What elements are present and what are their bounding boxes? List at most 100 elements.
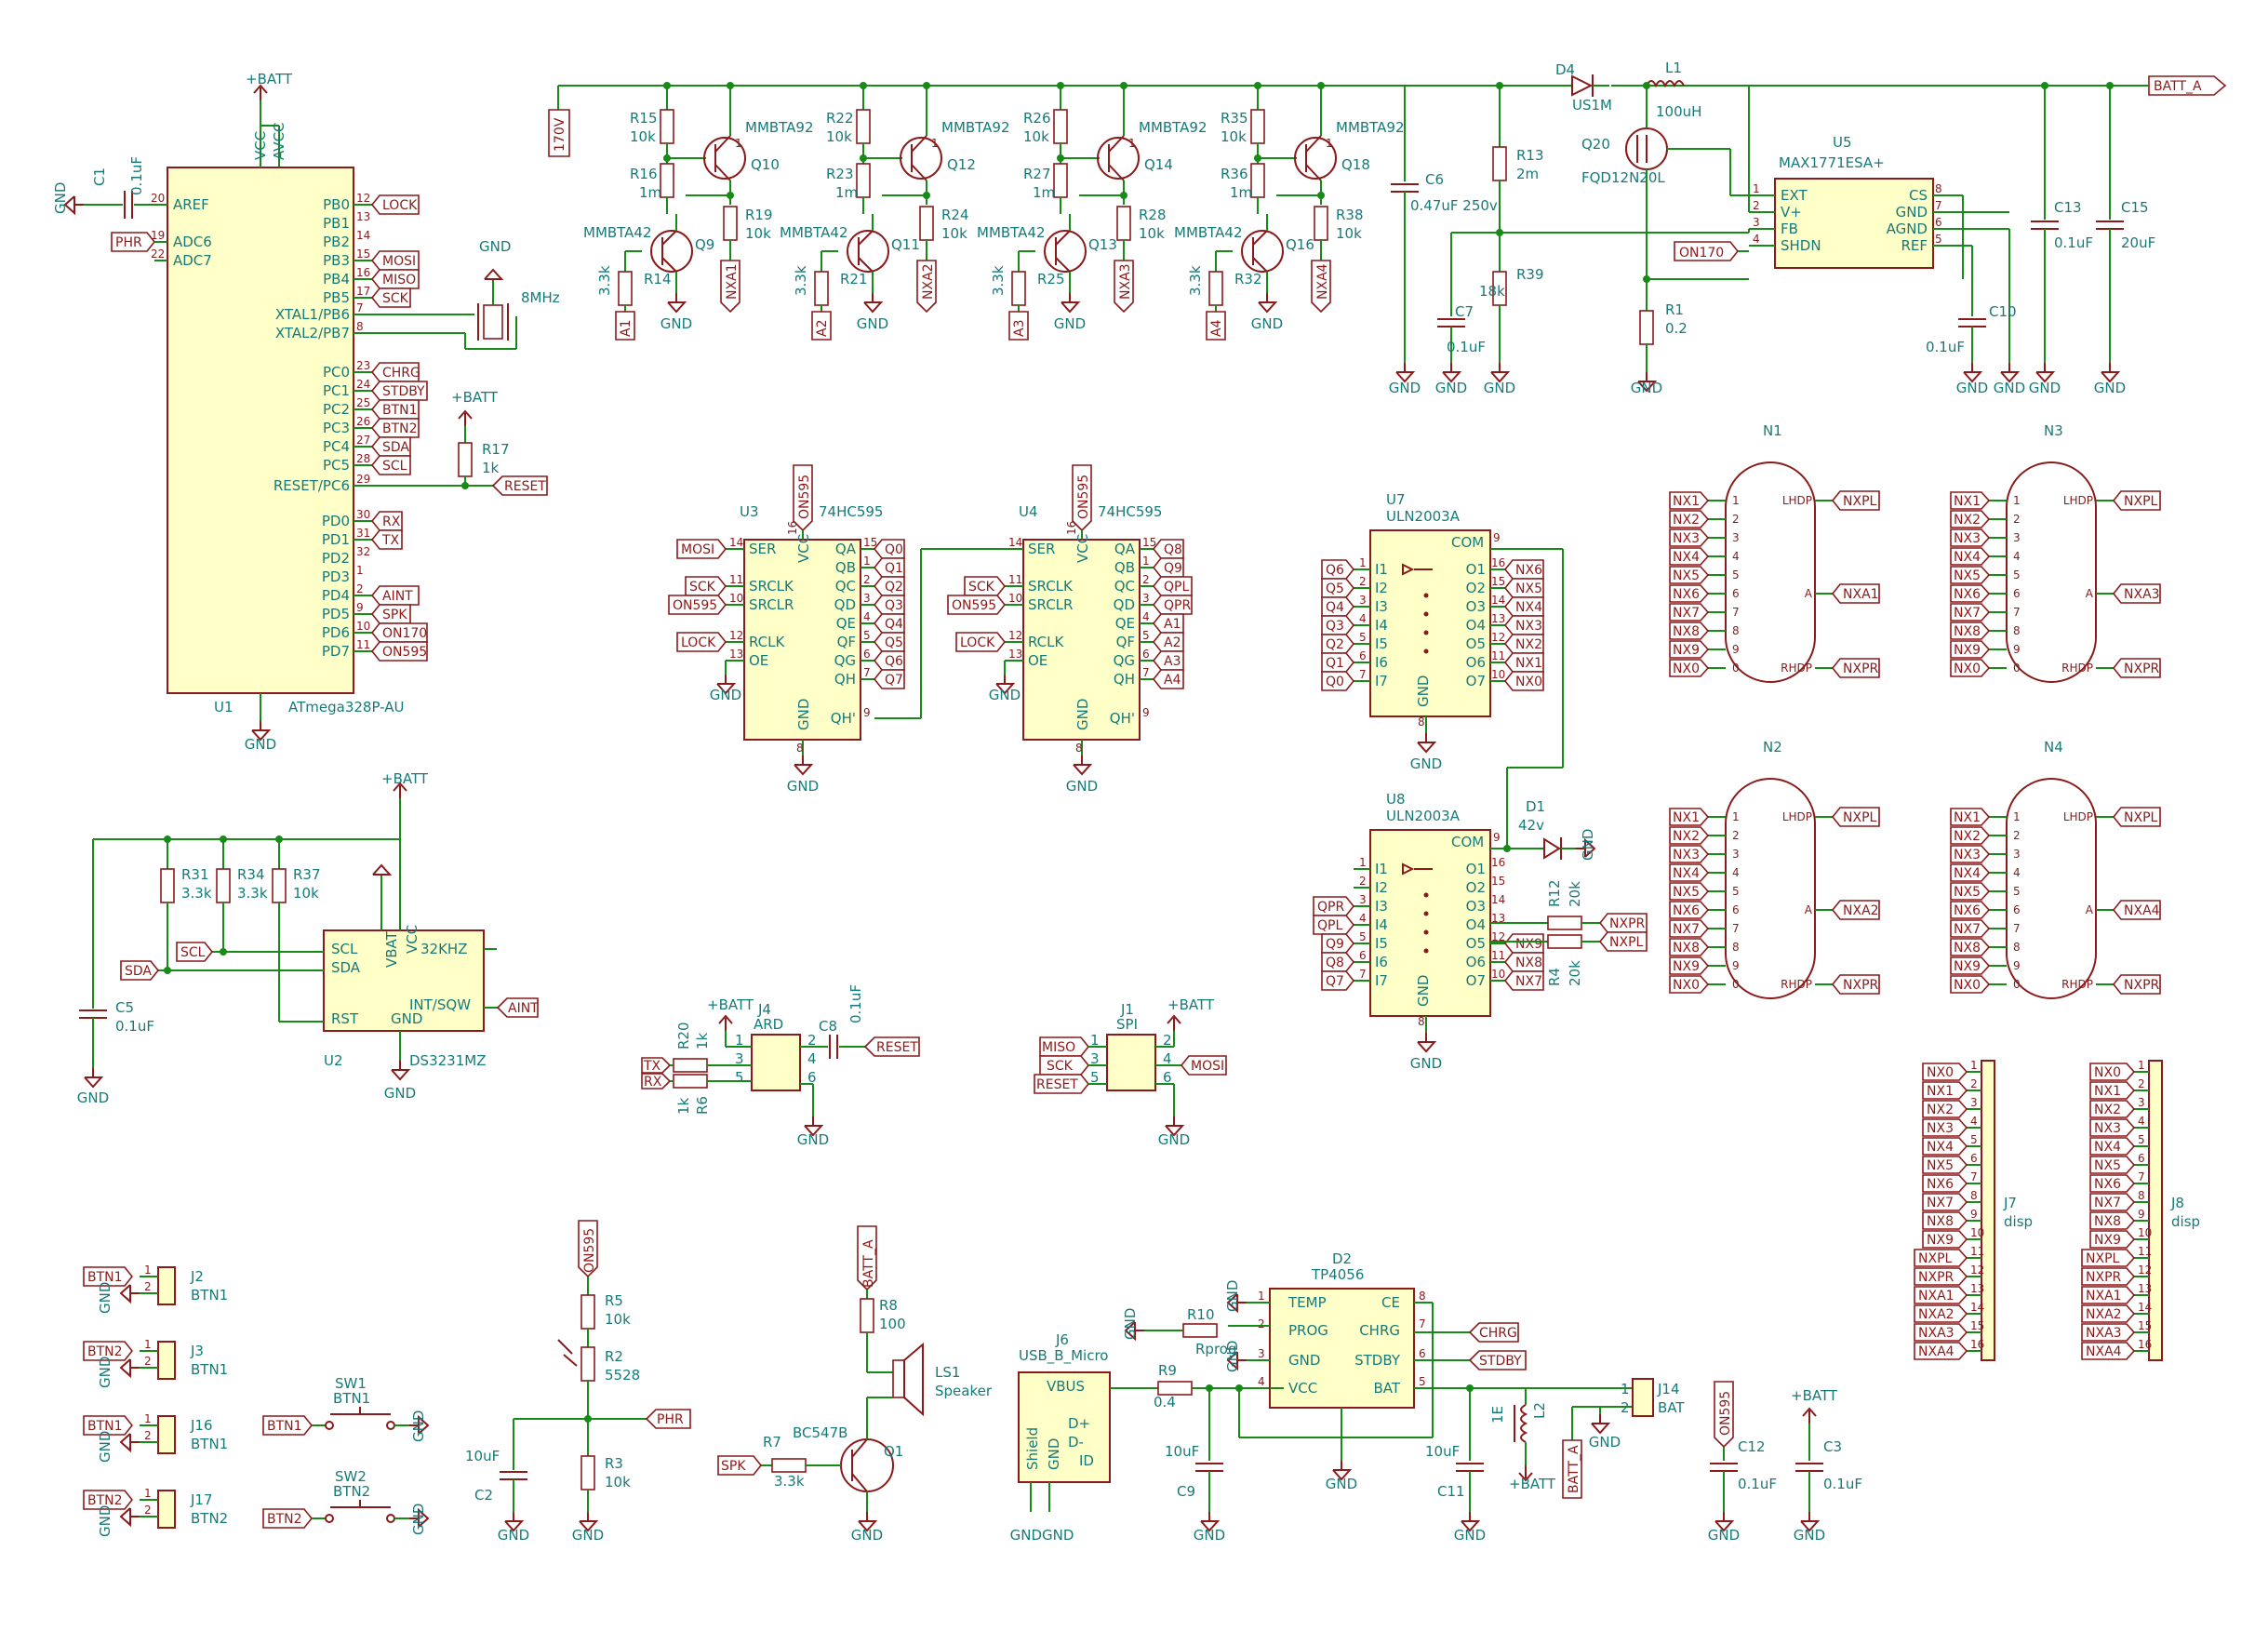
label: R23: [826, 166, 854, 182]
label: NX3: [1673, 848, 1700, 862]
label: NX1: [1515, 656, 1542, 671]
label: GND: [1066, 778, 1098, 795]
label: NX6: [1927, 1177, 1954, 1192]
label: 2: [2013, 829, 2021, 842]
label: I1: [1375, 861, 1388, 877]
label: 6: [1419, 1347, 1426, 1360]
label: 10: [1970, 1226, 1984, 1239]
label: 2: [356, 582, 364, 595]
label: N4: [2044, 739, 2063, 755]
label: 3: [1970, 1096, 1978, 1109]
svg-text:GND: GND: [572, 1527, 604, 1544]
label: 8: [2138, 1189, 2145, 1202]
svg-text:42v: 42v: [1518, 817, 1544, 834]
svg-text:2m: 2m: [1516, 166, 1539, 182]
svg-text:2: 2: [1621, 1399, 1630, 1416]
label: SRCLK: [749, 578, 794, 595]
label: BTN1: [191, 1287, 228, 1303]
label: CS: [1909, 187, 1928, 204]
label: QD: [1114, 596, 1135, 613]
label: NX6: [1954, 587, 1981, 602]
label: 15: [1142, 536, 1156, 549]
label: NX0: [2094, 1065, 2121, 1080]
svg-text:SCK: SCK: [1047, 1059, 1074, 1074]
label: NX8: [1954, 941, 1981, 956]
label: 3: [2013, 531, 2021, 544]
label: NXPL: [1843, 810, 1877, 825]
svg-text:GND: GND: [1589, 1434, 1621, 1451]
label: NX6: [1954, 903, 1981, 918]
svg-text:Rprog: Rprog: [1195, 1341, 1236, 1357]
label: 6: [1359, 949, 1367, 962]
svg-text:C10: C10: [1989, 303, 2017, 320]
svg-text:R34: R34: [237, 866, 265, 883]
svg-text:D-: D-: [1068, 1434, 1084, 1451]
svg-text:Q20: Q20: [1581, 136, 1610, 153]
label: PC0: [323, 364, 350, 381]
label: 4: [2013, 550, 2021, 563]
svg-text:+BATT: +BATT: [1167, 996, 1215, 1013]
svg-text:1k: 1k: [694, 1032, 711, 1049]
ic-u2-rtc: +BATT VCC VBAT SCL SDA RST 32KHZ INT/SQW…: [77, 770, 539, 1106]
label: BTN1: [87, 1270, 123, 1285]
label: 23: [356, 359, 370, 372]
label: I2: [1375, 580, 1388, 596]
svg-text:J14: J14: [1657, 1381, 1680, 1397]
svg-text:10uF: 10uF: [1165, 1443, 1199, 1460]
label: 4: [1753, 233, 1760, 246]
label: 8: [2013, 941, 2021, 954]
label: N3: [2044, 422, 2063, 439]
svg-text:6: 6: [1163, 1069, 1172, 1086]
svg-text:J1: J1: [1120, 1001, 1134, 1018]
label: 14: [1491, 594, 1505, 607]
svg-text:R2: R2: [605, 1348, 623, 1365]
label: GND: [1288, 1352, 1320, 1369]
hv-stage: GNDNXA3A3R2610kR271mR2810kR253.3kMMBTA92…: [977, 82, 1207, 341]
svg-text:VCC: VCC: [404, 925, 420, 954]
label: 16: [1491, 556, 1505, 569]
svg-text:MOSI: MOSI: [1191, 1059, 1224, 1074]
label: GND: [1251, 315, 1283, 332]
label: R36: [1221, 166, 1248, 182]
label: 8: [1732, 941, 1740, 954]
label: RHDP: [1781, 978, 1812, 991]
label: NXA3: [2086, 1326, 2122, 1341]
label: Q9: [1326, 937, 1344, 952]
label: R35: [1221, 110, 1248, 127]
label: SPK: [382, 608, 407, 622]
label: BTN1: [382, 403, 418, 418]
label: NX6: [2094, 1177, 2121, 1192]
label: I2: [1375, 879, 1388, 896]
batt-a-label: BATT_A: [2140, 75, 2227, 96]
label: NX2: [1954, 829, 1981, 844]
label: TX: [381, 533, 400, 548]
label: GND: [989, 687, 1021, 703]
label: 1m: [1230, 184, 1252, 201]
label: 7: [2013, 922, 2021, 935]
label: ON595: [797, 475, 812, 519]
label: NXA4: [1918, 1344, 1954, 1359]
label: OE: [1028, 652, 1047, 669]
label: NXA4: [2124, 903, 2160, 918]
label: NX0: [1673, 978, 1700, 993]
label: 0: [1732, 662, 1740, 675]
label: 10: [1491, 668, 1505, 681]
svg-text:20uF: 20uF: [2121, 234, 2155, 251]
label: 8: [1418, 715, 1425, 729]
label: J17: [190, 1491, 213, 1508]
label: GND: [410, 1504, 427, 1535]
label: MMBTA92: [1139, 119, 1207, 136]
svg-text:0.1uF: 0.1uF: [847, 984, 864, 1023]
label: NX3: [1673, 531, 1700, 546]
label: PD5: [322, 606, 350, 622]
label: 9: [2013, 643, 2021, 656]
label: 2: [2138, 1077, 2145, 1090]
label: NX9: [1927, 1233, 1954, 1248]
svg-text:0.1uF: 0.1uF: [1447, 339, 1486, 355]
label: GND: [857, 315, 888, 332]
label: QD: [834, 596, 856, 613]
label: BTN1: [333, 1390, 370, 1407]
label: NX9: [1954, 959, 1981, 974]
label: GND: [97, 1505, 113, 1537]
